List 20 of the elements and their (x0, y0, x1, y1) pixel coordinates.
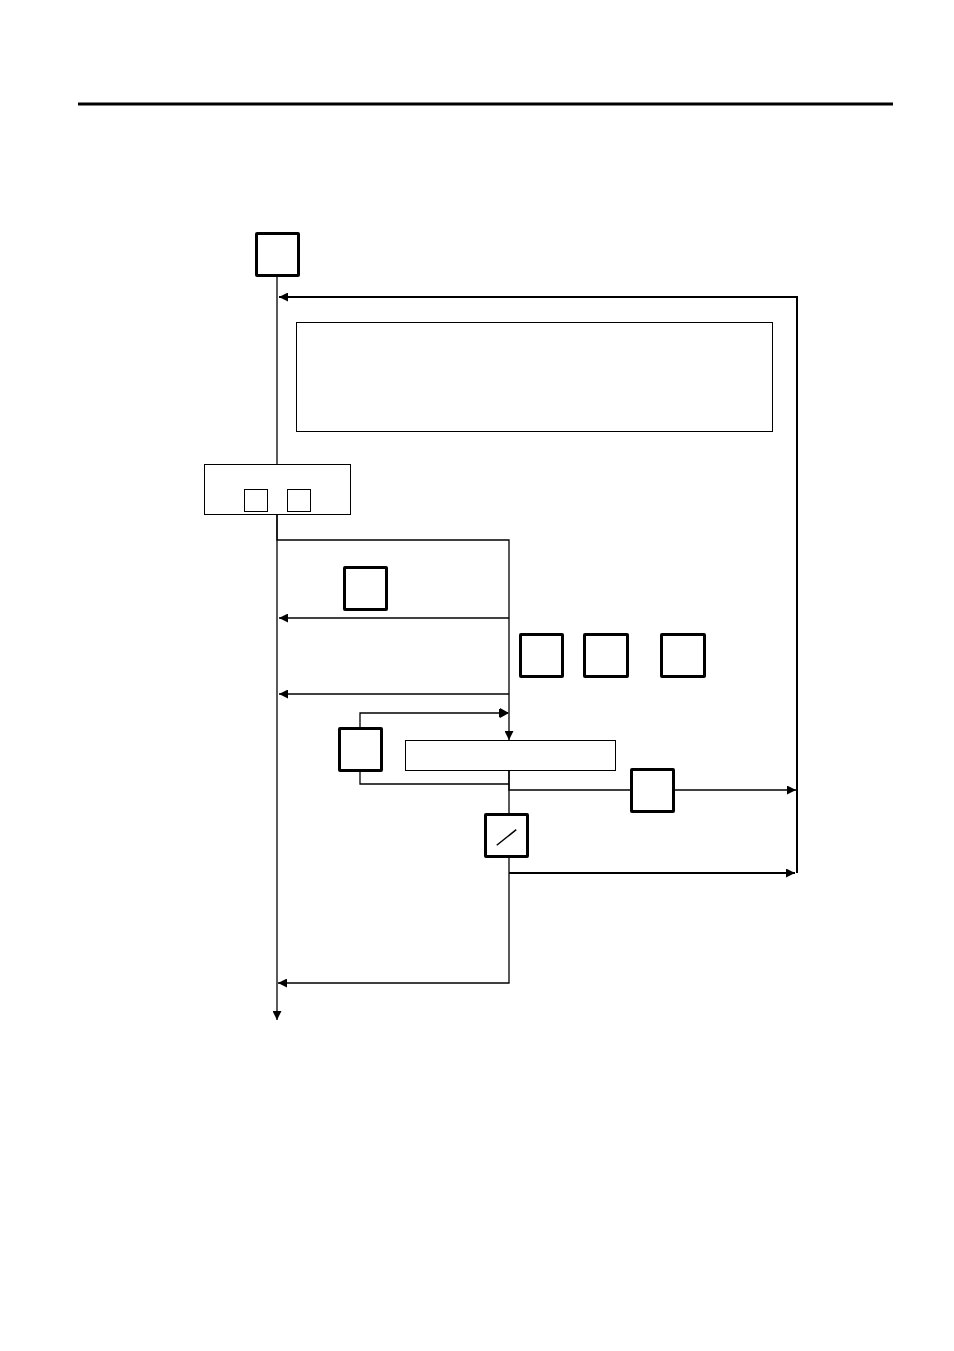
process-box (343, 566, 388, 611)
process-box (583, 633, 629, 678)
connector (508, 770, 510, 814)
process-box (519, 633, 564, 678)
process-box (255, 232, 300, 277)
process-box (660, 633, 706, 678)
switch-box (484, 813, 529, 858)
process-box (630, 768, 675, 813)
connector (276, 514, 514, 741)
process-box (296, 322, 773, 432)
process-box (204, 464, 351, 515)
connector (277, 857, 510, 988)
connector (276, 276, 278, 465)
process-box (287, 489, 311, 512)
process-box (338, 727, 383, 772)
process-box (405, 740, 616, 771)
connector (674, 785, 797, 795)
connector (359, 771, 510, 785)
process-box (244, 489, 268, 512)
connector (359, 708, 509, 728)
